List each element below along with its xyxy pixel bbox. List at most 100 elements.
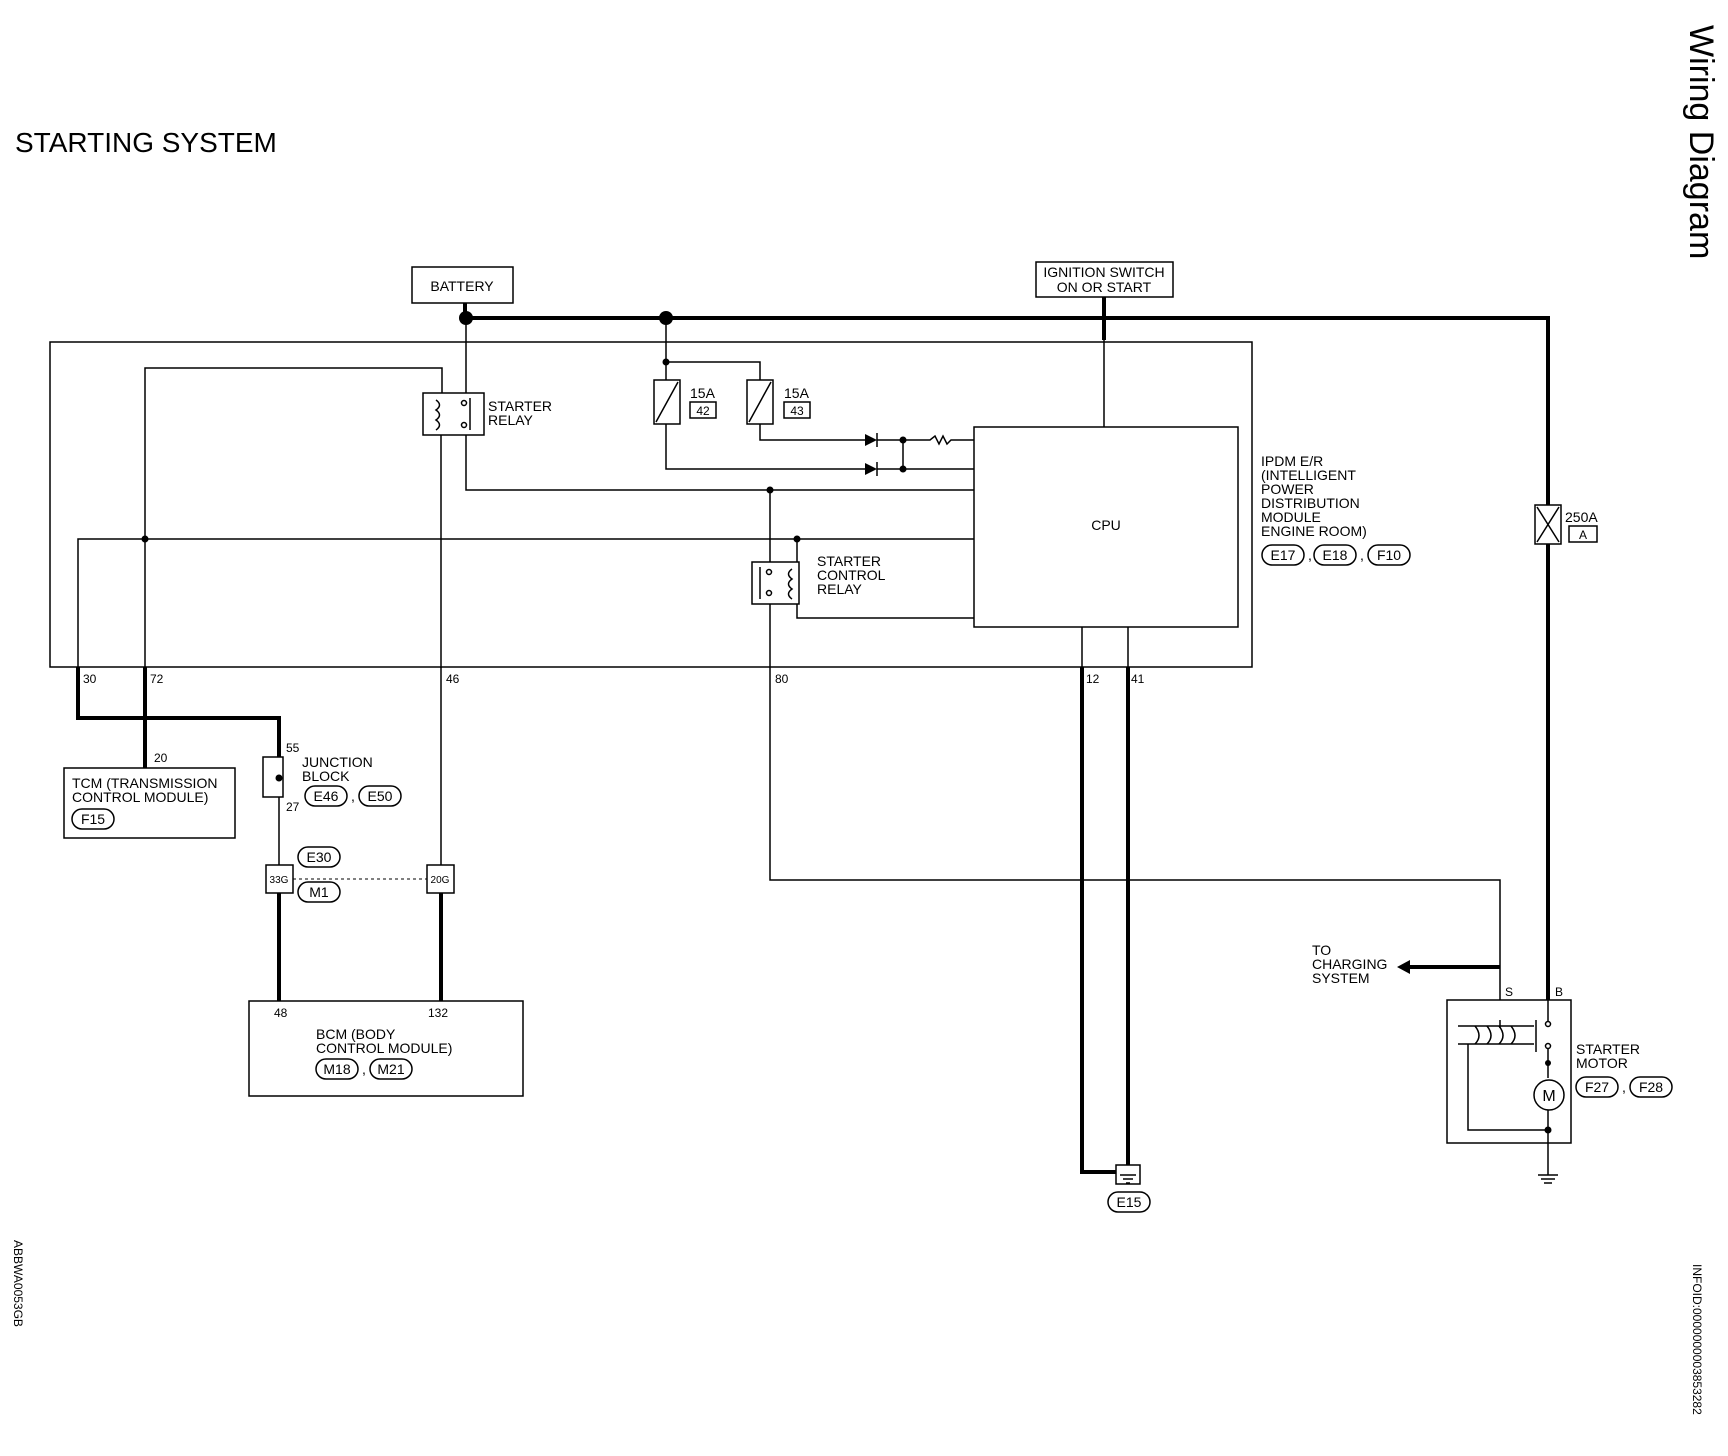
control-relay-line-2: CONTROL bbox=[817, 567, 886, 583]
ipdm-line-6: ENGINE ROOM) bbox=[1261, 523, 1367, 539]
ipdm-line-3: POWER bbox=[1261, 481, 1314, 497]
ignition-line-1: IGNITION SWITCH bbox=[1043, 264, 1164, 280]
bcm-line-2: CONTROL MODULE) bbox=[316, 1040, 452, 1056]
harness-connector-m1: M1 bbox=[309, 884, 329, 900]
junction-line-2: BLOCK bbox=[302, 768, 350, 784]
diode-1-icon bbox=[865, 434, 877, 446]
relay-supply-wire bbox=[144, 367, 443, 505]
chassis-ground-icon bbox=[1538, 1174, 1558, 1184]
ipdm-connector-e18: E18 bbox=[1323, 547, 1348, 563]
svg-text:,: , bbox=[1308, 547, 1312, 563]
tcm-connector: F15 bbox=[81, 811, 105, 827]
bcm-box bbox=[248, 1000, 524, 1097]
fuse-42-number: 42 bbox=[696, 404, 710, 418]
battery-bus-wire bbox=[463, 303, 1550, 512]
starter-terminal-b: B bbox=[1555, 985, 1563, 999]
starter-s-wire bbox=[769, 604, 1501, 1020]
starter-motor-line-2: MOTOR bbox=[1576, 1055, 1628, 1071]
ipdm-housing bbox=[49, 341, 1253, 668]
bcm-line-1: BCM (BODY bbox=[316, 1026, 396, 1042]
relay-to-cpu-wire bbox=[465, 435, 974, 491]
motor-symbol bbox=[1533, 1079, 1565, 1111]
harness-pin-20g bbox=[426, 864, 455, 894]
fuse-43-rating: 15A bbox=[784, 385, 810, 401]
harness-connector-e30: E30 bbox=[307, 849, 332, 865]
ignition-line-2: ON OR START bbox=[1057, 279, 1152, 295]
ipdm-connector-f10: F10 bbox=[1377, 547, 1401, 563]
bcm-connector-m18: M18 bbox=[323, 1061, 350, 1077]
ground-wire-12 bbox=[1080, 667, 1119, 1174]
starter-relay-coil-icon bbox=[434, 399, 441, 431]
ipdm-line-4: DISTRIBUTION bbox=[1261, 495, 1360, 511]
harness-pin-33g-label: 33G bbox=[270, 875, 289, 886]
starter-motor-box bbox=[1446, 999, 1572, 1144]
starter-relay bbox=[422, 392, 485, 436]
starter-terminal-s: S bbox=[1505, 985, 1513, 999]
bcm-connector-m21: M21 bbox=[377, 1061, 404, 1077]
page-title: STARTING SYSTEM bbox=[15, 127, 277, 158]
tcm-line-2: CONTROL MODULE) bbox=[72, 789, 208, 805]
fusible-link-rating: 250A bbox=[1565, 509, 1598, 525]
battery-box bbox=[411, 266, 514, 304]
wire-30-to-junction bbox=[76, 667, 281, 757]
cpu-label: CPU bbox=[1091, 517, 1121, 533]
bcm-terminal-132: 132 bbox=[428, 1006, 448, 1020]
fuse43-wire bbox=[759, 424, 865, 441]
battery-label: BATTERY bbox=[430, 278, 494, 294]
terminal-72: 72 bbox=[150, 672, 164, 686]
control-relay-line-1: STARTER bbox=[817, 553, 881, 569]
control-relay-to-cpu-wire bbox=[796, 604, 974, 619]
fuse-feed-wire bbox=[665, 318, 761, 380]
charging-line-3: SYSTEM bbox=[1312, 970, 1370, 986]
svg-text:,: , bbox=[351, 788, 355, 804]
ipdm-line-5: MODULE bbox=[1261, 509, 1321, 525]
diode-2-icon bbox=[865, 463, 877, 475]
fuse42-wire bbox=[665, 424, 865, 470]
cpu-box bbox=[973, 426, 1239, 628]
ipdm-line-2: (INTELLIGENT bbox=[1261, 467, 1356, 483]
harness-pin-20g-label: 20G bbox=[431, 875, 450, 886]
terminal-80: 80 bbox=[775, 672, 789, 686]
svg-text:,: , bbox=[1360, 547, 1364, 563]
junction-line-1: JUNCTION bbox=[302, 754, 373, 770]
terminal-30: 30 bbox=[83, 672, 97, 686]
starter-control-relay-coil-icon bbox=[787, 568, 794, 600]
ipdm-connector-e17: E17 bbox=[1271, 547, 1296, 563]
section-tab: Wiring Diagram bbox=[1682, 25, 1720, 259]
control-relay-line-3: RELAY bbox=[817, 581, 863, 597]
bcm-terminal-48: 48 bbox=[274, 1006, 288, 1020]
starter-motor-line-1: STARTER bbox=[1576, 1041, 1640, 1057]
figure-code: ABBWA0053GB bbox=[11, 1240, 25, 1327]
junction-terminal-27: 27 bbox=[286, 800, 300, 814]
terminal-46: 46 bbox=[446, 672, 460, 686]
tcm-terminal: 20 bbox=[154, 751, 168, 765]
terminal-41: 41 bbox=[1131, 672, 1145, 686]
charging-line-2: CHARGING bbox=[1312, 956, 1387, 972]
starter-connector-f28: F28 bbox=[1639, 1079, 1663, 1095]
junction-connector-e46: E46 bbox=[314, 788, 339, 804]
tcm-signal-wire bbox=[77, 538, 974, 718]
info-id: INFOID:0000000003853282 bbox=[1690, 1264, 1704, 1415]
fuse-43-number: 43 bbox=[790, 404, 804, 418]
ground-connector: E15 bbox=[1117, 1194, 1142, 1210]
motor-symbol-label: M bbox=[1542, 1088, 1555, 1105]
starter-relay-line-1: STARTER bbox=[488, 398, 552, 414]
svg-text:,: , bbox=[1622, 1079, 1626, 1095]
ipdm-line-1: IPDM E/R bbox=[1261, 453, 1323, 469]
resistor-wire bbox=[877, 434, 974, 446]
junction-connector-e50: E50 bbox=[368, 788, 393, 804]
starter-relay-line-2: RELAY bbox=[488, 412, 534, 428]
fuse-42-rating: 15A bbox=[690, 385, 716, 401]
terminal-12: 12 bbox=[1086, 672, 1100, 686]
solenoid-coil-icon bbox=[1474, 1025, 1516, 1045]
svg-text:,: , bbox=[362, 1061, 366, 1077]
charging-arrow-icon bbox=[1397, 960, 1410, 974]
fusible-link-id: A bbox=[1579, 528, 1587, 542]
junction-terminal-55: 55 bbox=[286, 741, 300, 755]
junction-block bbox=[262, 756, 284, 798]
tcm-line-1: TCM (TRANSMISSION bbox=[72, 775, 217, 791]
charging-line-1: TO bbox=[1312, 942, 1331, 958]
starter-control-relay bbox=[751, 561, 800, 605]
starter-connector-f27: F27 bbox=[1585, 1079, 1609, 1095]
